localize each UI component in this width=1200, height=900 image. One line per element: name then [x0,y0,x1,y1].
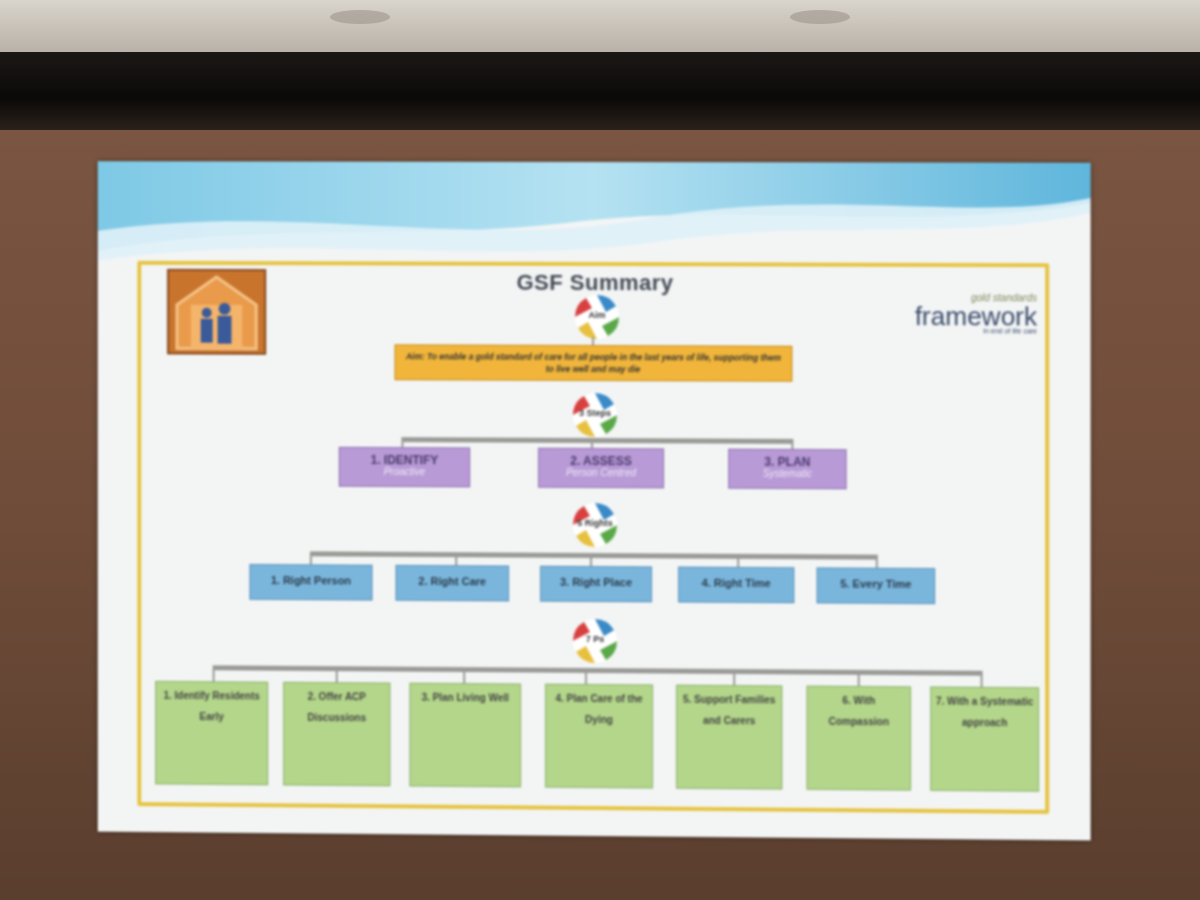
step-box: 2. ASSESS Person Centred [538,447,665,489]
right-box: 1. Right Person [249,563,373,601]
outcome-box: 6. With Compassion [806,685,912,791]
projected-slide: GSF Summary gold standards framework in … [97,161,1091,841]
aim-box: Aim: To enable a gold standard of care f… [394,344,793,382]
care-home-logo [167,268,267,355]
right-box: 4. Right Time [678,566,795,604]
step-title: 1. IDENTIFY [370,452,439,468]
step-box: 3. PLAN Systematic [728,448,847,490]
connector-line [585,671,588,684]
brand-name: framework [914,300,1038,332]
outcome-box: 5. Support Families and Carers [676,684,783,790]
step-title: 2. ASSESS [570,453,632,469]
rights-star-icon: 5 Rights [568,498,622,552]
connector-line [980,674,983,687]
step-box: 1. IDENTIFY Proactive [338,446,471,488]
connector-line [733,673,736,686]
projector-screen-top-band [0,52,1200,130]
outcome-box: 4. Plan Care of the Dying [545,683,654,789]
right-box: 2. Right Care [395,564,510,602]
ceiling-light [330,10,390,24]
step-subtitle: Systematic [762,468,812,481]
room-ceiling [0,0,1200,52]
outcomes-star-label: 7 Ps [585,633,605,645]
right-box: 3. Right Place [540,565,653,603]
connector-line [857,673,860,686]
connector-line [463,671,466,684]
step-subtitle: Person Centred [565,467,637,480]
step-subtitle: Proactive [383,466,426,479]
connector-line [212,669,215,682]
wave-header-graphic [97,161,1091,264]
ceiling-light [790,10,850,24]
outcomes-star-icon: 7 Ps [568,614,622,668]
connector-line [335,670,338,683]
rights-star-label: 5 Rights [577,517,613,529]
aim-star-icon: Aim [570,290,624,344]
right-box: 5. Every Time [816,567,936,605]
step-title: 3. PLAN [764,454,811,470]
outcome-box: 7. With a Systematic approach [930,686,1040,792]
outcome-box: 1. Identify Residents Early [155,680,269,786]
outcome-box: 2. Offer ACP Discussions [283,681,391,787]
gsf-brand-logo: gold standards framework in end of life … [856,293,1038,335]
steps-star-label: 3 Steps [578,407,612,419]
outcome-box: 3. Plan Living Well [409,682,522,788]
steps-star-icon: 3 Steps [568,388,622,442]
aim-star-label: Aim [588,309,606,321]
